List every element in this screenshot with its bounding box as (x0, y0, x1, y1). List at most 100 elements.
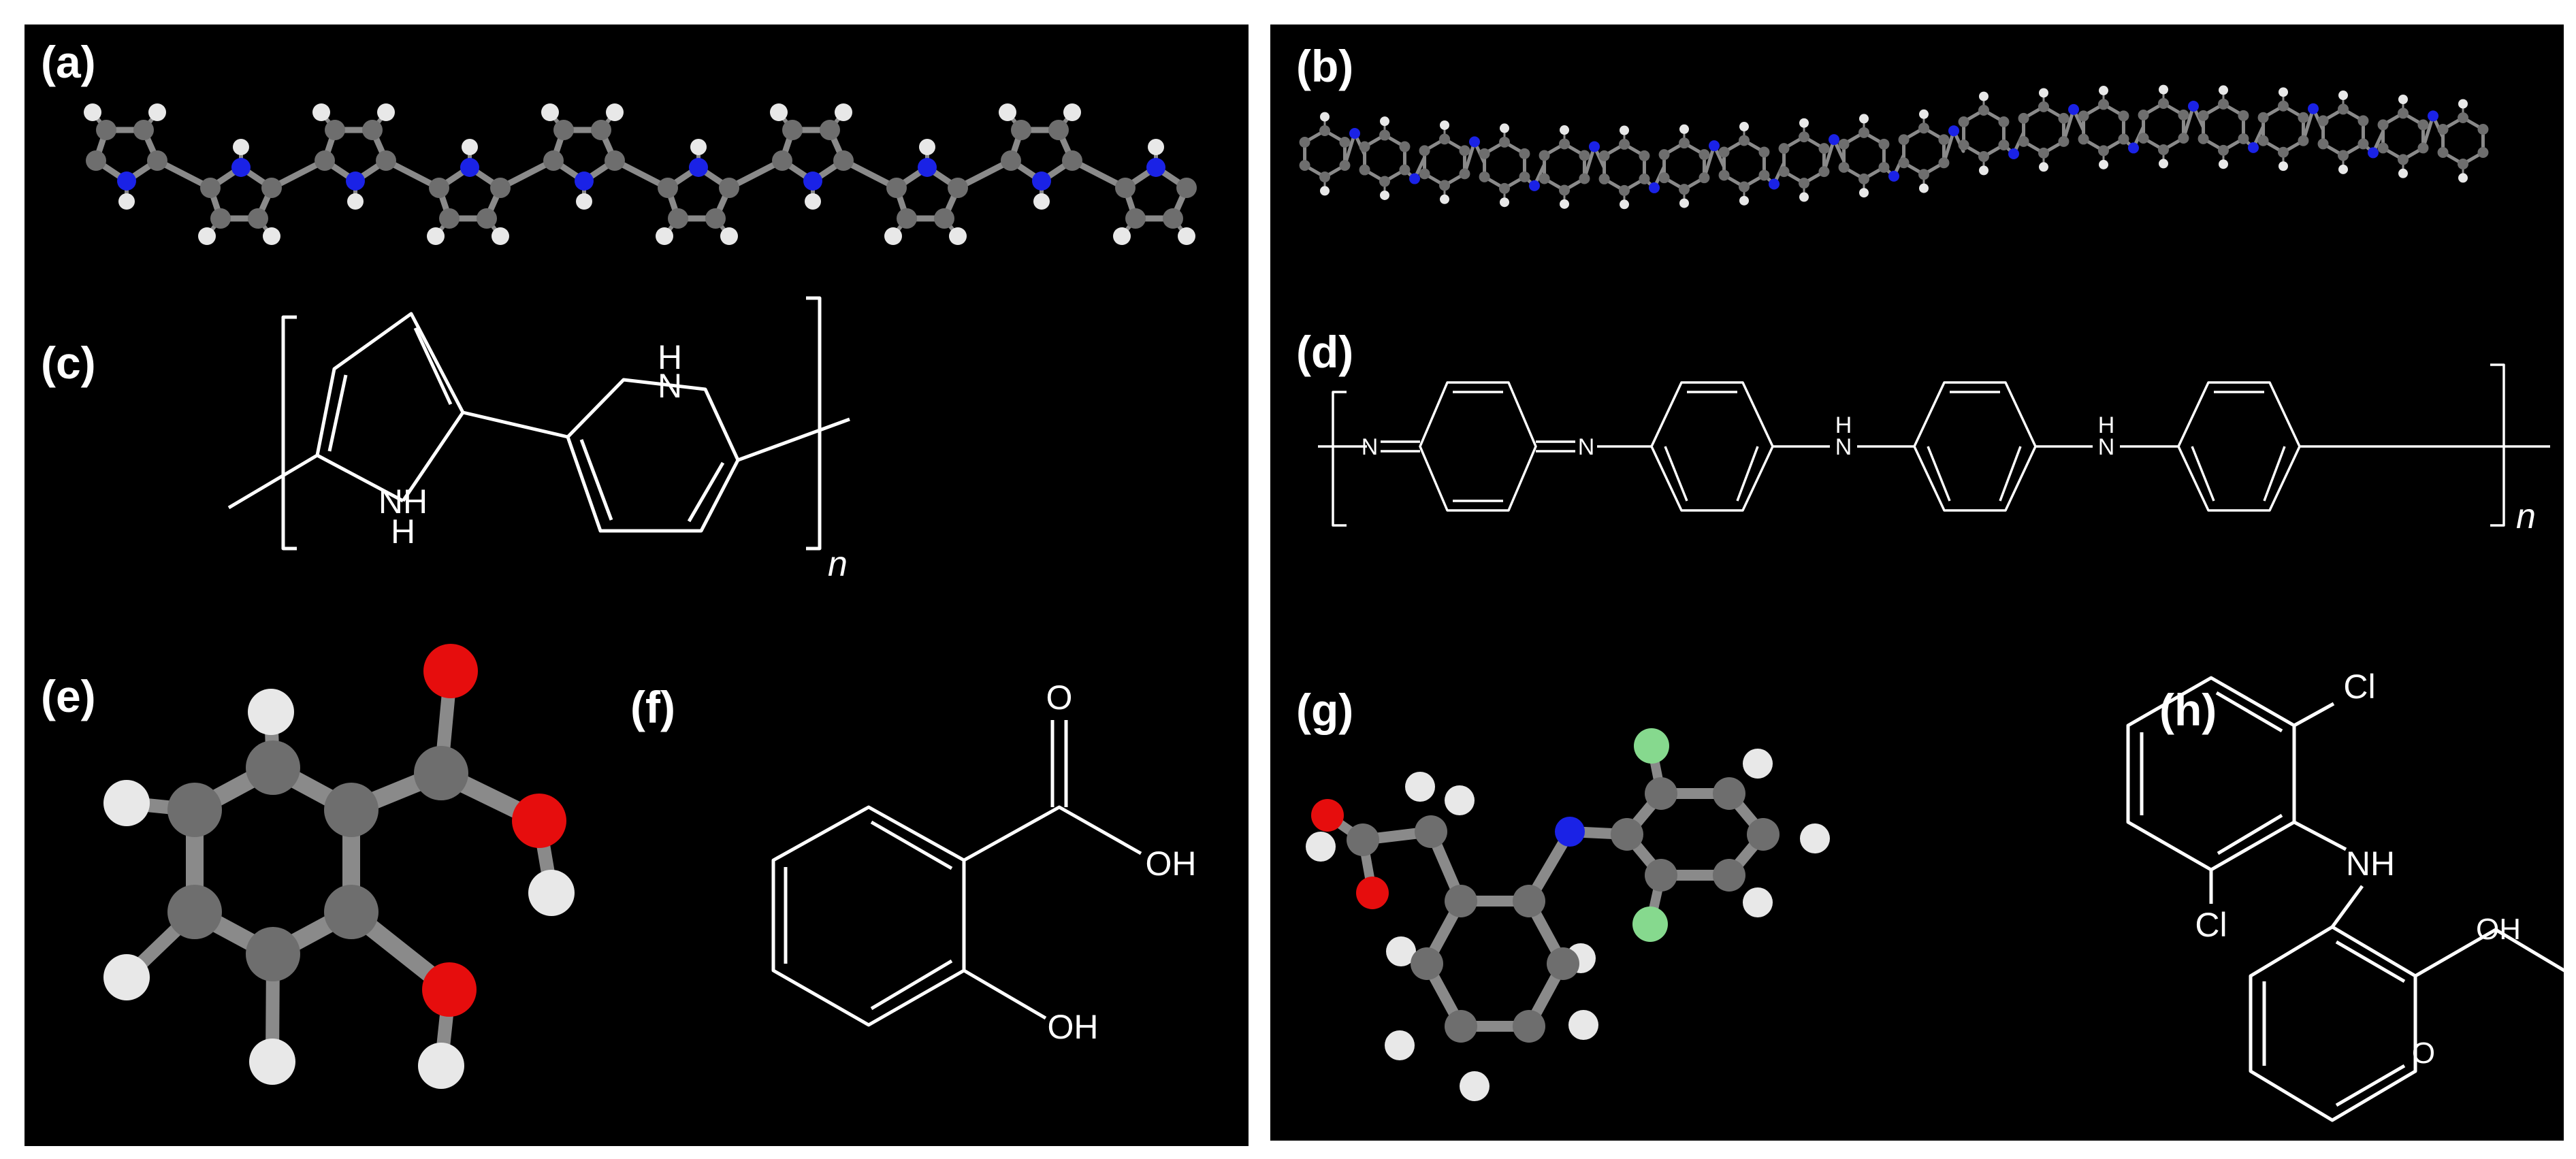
carbon-atom (2377, 142, 2389, 154)
hydrogen-atom (1380, 190, 1389, 200)
hydrogen-atom (2219, 85, 2228, 95)
hydrogen-atom (233, 139, 249, 155)
nitrogen-atom (1529, 180, 1540, 191)
carbon-atom (439, 208, 460, 229)
carbon-atom (2477, 147, 2489, 159)
carbon-atom (1718, 146, 1730, 158)
salicylic-acid-structure: O OH OH (771, 679, 1197, 1046)
hydrogen-atom (1380, 116, 1389, 127)
carbon-atom (1547, 947, 1579, 980)
carbon-atom (1115, 178, 1136, 198)
nitrogen-atom (2008, 148, 2019, 159)
label-nh-bottom: NH (379, 483, 428, 521)
hydrogen-atom (1113, 227, 1131, 245)
carbon-atom (2357, 115, 2369, 127)
label-h-bottom: H (391, 512, 415, 551)
carbon-atom (1359, 141, 1370, 152)
hydrogen-atom (2398, 168, 2408, 178)
carbon-atom (2437, 124, 2449, 135)
panel-label-h: (h) (2159, 685, 2217, 735)
carbon-atom (1419, 145, 1430, 157)
hydrogen-atom (1799, 192, 1809, 202)
carbon-atom (2298, 135, 2309, 146)
nitrogen-atom (460, 158, 479, 177)
carbon-atom (1799, 178, 1809, 189)
carbon-atom (1459, 145, 1470, 157)
carbon-atom (261, 178, 282, 198)
carbon-atom (605, 150, 625, 171)
carbon-atom (1319, 172, 1330, 182)
label-n-1: N (1362, 434, 1379, 460)
carbon-atom (1838, 138, 1850, 150)
carbon-atom (1062, 150, 1082, 171)
carbon-atom (167, 885, 222, 939)
carbon-atom (147, 150, 167, 171)
carbon-atom (200, 178, 221, 198)
nitrogen-atom (1589, 141, 1600, 152)
hydrogen-atom (1440, 194, 1449, 204)
carbon-atom (1698, 149, 1710, 161)
label-oh-phenol: OH (1048, 1008, 1099, 1046)
hydrogen-atom (2279, 161, 2288, 172)
pyrrole-ring-1-close (316, 453, 404, 503)
model-bond (2421, 114, 2435, 150)
carbon-atom (1415, 815, 1447, 848)
nitrogen-atom (918, 158, 937, 177)
right-figure-panel: (b) N N H N H N n (d) (g) (1270, 25, 2576, 1141)
carbon-atom (477, 208, 497, 229)
hydrogen-atom (1739, 122, 1749, 132)
nitrogen-atom (575, 172, 594, 191)
label-oh-acid: OH (1146, 845, 1197, 883)
carbon-atom (1898, 134, 1910, 146)
hydrogen-atom (492, 227, 509, 245)
hydrogen-atom (1739, 195, 1749, 206)
carbon-atom (1379, 129, 1390, 141)
nitrogen-atom (2368, 147, 2379, 159)
hydrogen-atom (347, 193, 364, 210)
carbon-atom (2098, 145, 2109, 157)
pyrrole-ring-2 (566, 378, 740, 533)
carbon-atom (246, 740, 300, 795)
carbon-atom (1559, 184, 1570, 196)
carbon-atom (1758, 146, 1770, 158)
hydrogen-atom (312, 103, 330, 121)
carbon-atom (1001, 150, 1021, 171)
carbon-atom (2238, 133, 2249, 144)
carbon-atom (2178, 133, 2189, 144)
carbon-atom (248, 208, 268, 229)
hydrogen-atom (720, 227, 738, 245)
hydrogen-atom (1320, 112, 1330, 122)
label-h-1: H (1835, 412, 1852, 438)
carbon-atom (167, 783, 222, 837)
chlorine-atom (1634, 728, 1669, 764)
phenylacetic-ring (2249, 925, 2417, 1122)
hydrogen-atom (1679, 124, 1689, 134)
carbon-atom (2058, 135, 2070, 147)
carbon-atom (1411, 947, 1443, 980)
carbon-atom (1359, 164, 1370, 176)
hydrogen-atom (606, 103, 624, 121)
carbon-atom (2158, 98, 2169, 110)
carbon-atom (1858, 173, 1869, 184)
label-nh-1: N (1835, 434, 1852, 460)
hydrogen-atom (103, 780, 150, 826)
oxygen-atom (422, 962, 477, 1017)
chlorine-atom (1632, 907, 1668, 942)
polypyrrole-3d-model (84, 103, 1197, 245)
carbon-atom (1445, 885, 1477, 917)
hydrogen-atom (656, 227, 673, 245)
hydrogen-atom (1799, 118, 1809, 128)
hydrogen-atom (1063, 103, 1081, 121)
polypyrrole-structure: H N NH H n (227, 296, 850, 584)
carbon-atom (1399, 141, 1411, 152)
hydrogen-atom (805, 193, 821, 210)
hydrogen-atom (198, 227, 216, 245)
nitrogen-atom (2188, 101, 2199, 112)
polyaniline-structure: N N H N H N n (1318, 363, 2550, 536)
carbon-atom (2257, 135, 2269, 146)
hydrogen-atom (528, 870, 575, 916)
hydrogen-atom (541, 103, 559, 121)
diclofenac-structure: Cl Cl NH (2126, 668, 2576, 1122)
subscript-n: n (2516, 497, 2536, 536)
label-h-top: H (658, 338, 682, 376)
